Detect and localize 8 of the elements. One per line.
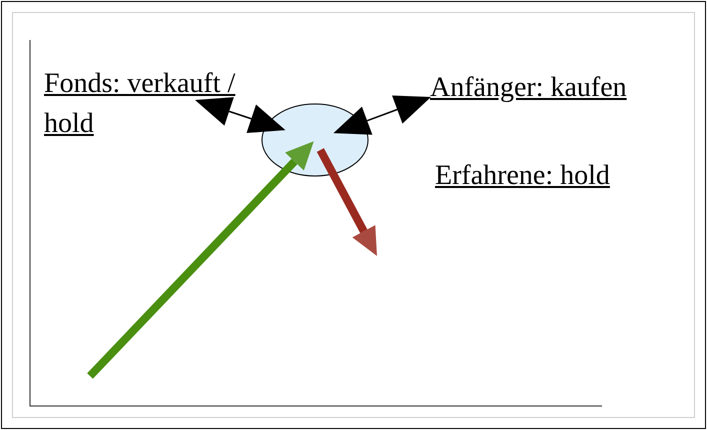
ellipse [262, 104, 368, 176]
arrow [195, 97, 286, 133]
arrow [333, 95, 431, 135]
text-label: Anfänger: kaufen [430, 68, 627, 108]
text-label: Erfahrene: hold [435, 159, 610, 193]
arrow [316, 148, 377, 256]
text-label: Fonds: verkauft / hold [44, 64, 284, 144]
arrow [87, 141, 314, 379]
